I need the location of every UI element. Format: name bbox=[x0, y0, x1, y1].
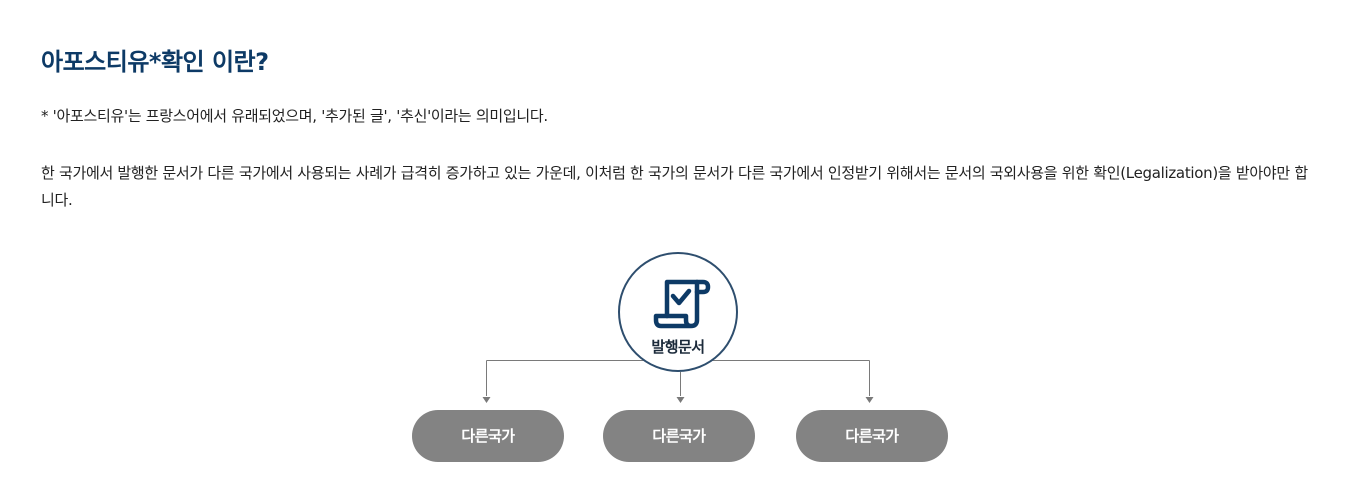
other-country-pill-1: 다른국가 bbox=[412, 410, 564, 462]
issued-document-node: 발행문서 bbox=[618, 252, 738, 372]
arrowhead-left bbox=[482, 397, 491, 403]
footnote-text: * '아포스티유'는 프랑스어에서 유래되었으며, '추가된 글', '추신'이… bbox=[41, 107, 548, 125]
description-paragraph: 한 국가에서 발행한 문서가 다른 국가에서 사용되는 사례가 급격히 증가하고… bbox=[41, 164, 1308, 209]
document-check-icon bbox=[653, 279, 711, 329]
other-country-pill-2: 다른국가 bbox=[603, 410, 755, 462]
arrowhead-right bbox=[865, 397, 874, 403]
arrowhead-center bbox=[676, 397, 685, 403]
section-title: 아포스티유*확인 이란? bbox=[41, 48, 269, 76]
other-country-pill-3: 다른국가 bbox=[796, 410, 948, 462]
issued-document-label: 발행문서 bbox=[651, 338, 705, 356]
